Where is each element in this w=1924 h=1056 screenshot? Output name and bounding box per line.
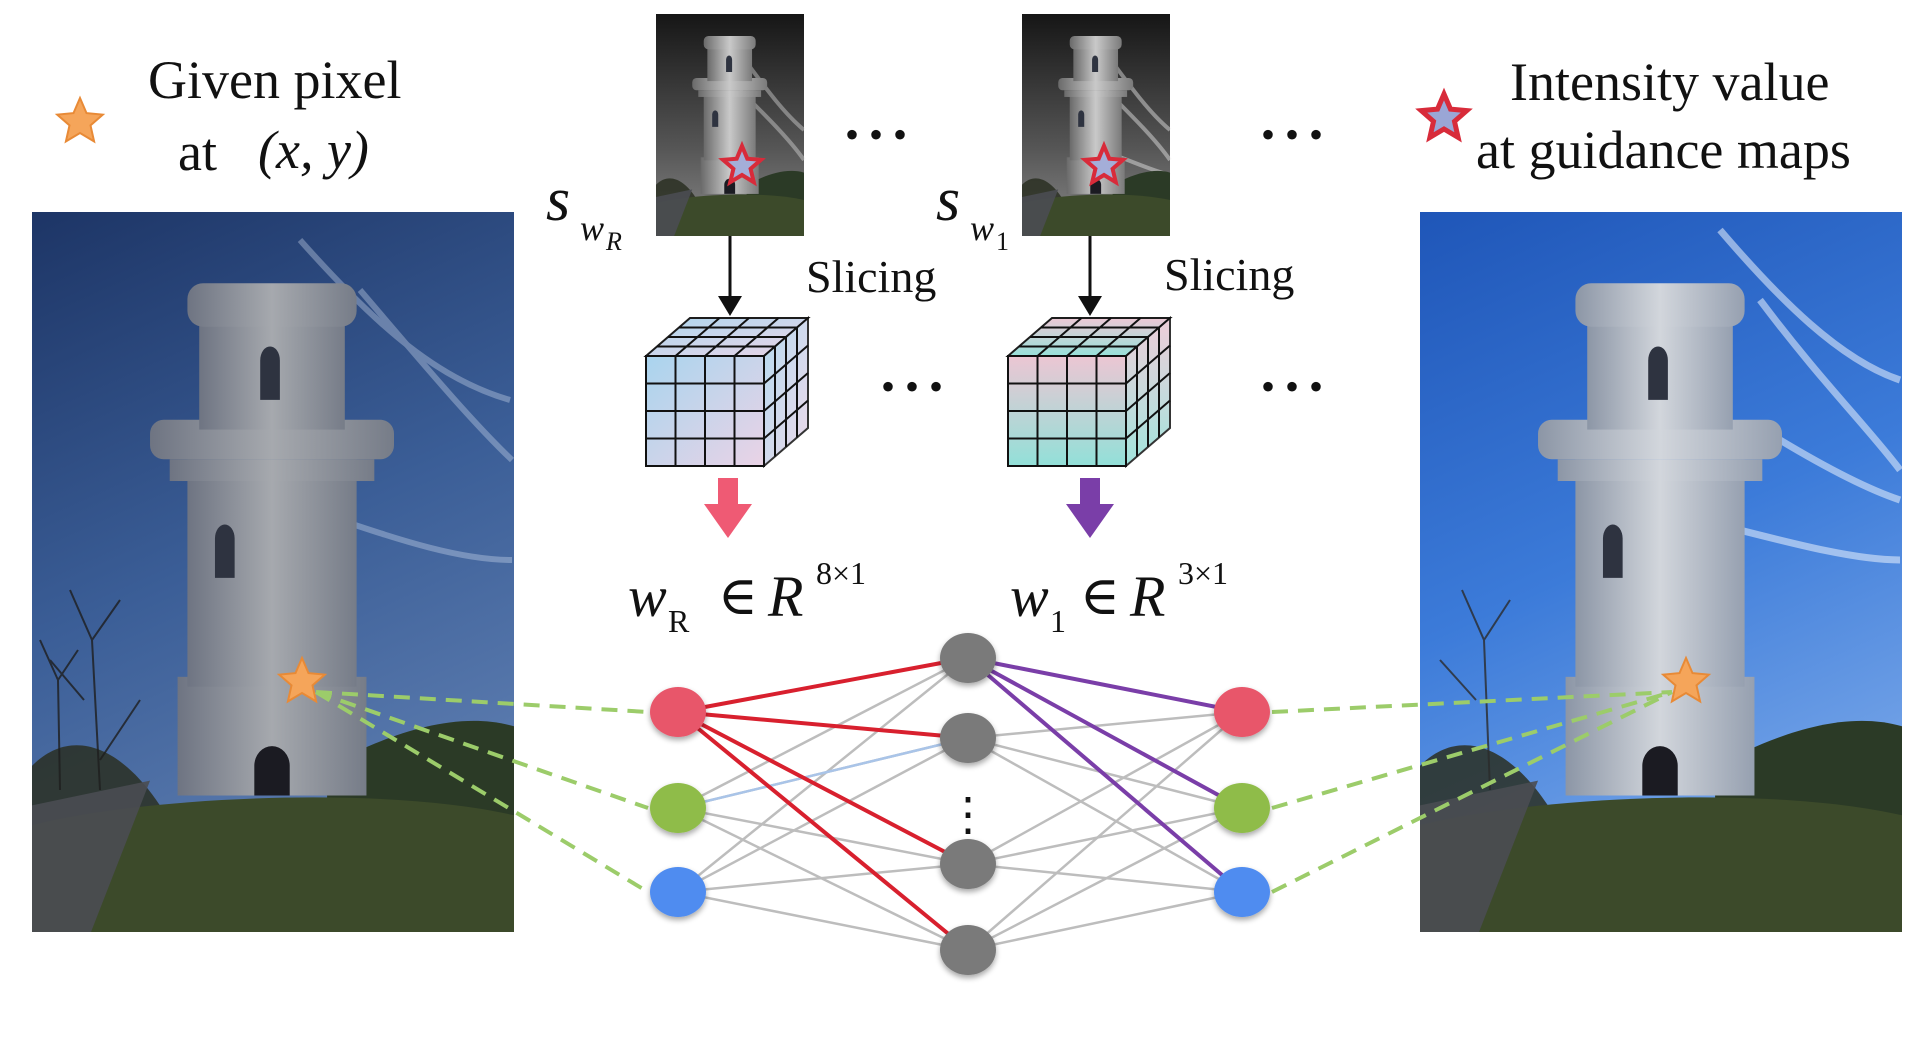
gray-edge bbox=[677, 657, 969, 893]
ellipsis-maps-1: • • • bbox=[845, 112, 907, 157]
gray-edge bbox=[677, 656, 969, 810]
weight-r-set: R bbox=[767, 564, 803, 629]
gray-edge bbox=[967, 890, 1243, 952]
guidance-star-icon-1 bbox=[1080, 140, 1128, 187]
gray-edge bbox=[967, 806, 1243, 952]
gray-edge bbox=[677, 890, 969, 952]
bilateral-grid-cube-r bbox=[643, 315, 811, 469]
red-edge bbox=[677, 710, 969, 740]
cube-grid-line bbox=[763, 399, 809, 440]
guidance-map-r bbox=[656, 14, 806, 236]
weight-label-r: w R ∈ R 8×1 bbox=[628, 555, 866, 639]
red-star-icon bbox=[1415, 87, 1473, 143]
output-node-0 bbox=[1214, 687, 1270, 737]
output-dash-link bbox=[1271, 690, 1673, 810]
guidance-star-icon-r bbox=[718, 140, 766, 187]
weight-r-sup: 8×1 bbox=[816, 555, 866, 591]
red-edge bbox=[677, 656, 969, 714]
input-node-0 bbox=[650, 687, 706, 737]
slicing-label-r: Slicing bbox=[806, 251, 936, 302]
ellipsis-cubes-1: • • • bbox=[881, 364, 943, 409]
weight-1-set: R bbox=[1129, 564, 1165, 629]
red-edge bbox=[677, 710, 969, 866]
network-nodes bbox=[650, 633, 1270, 975]
red-edge bbox=[676, 710, 970, 952]
output-node-1 bbox=[1214, 783, 1270, 833]
cube-grid-line bbox=[1095, 317, 1142, 357]
weight-r-var: w bbox=[628, 564, 667, 629]
blue-edge bbox=[677, 736, 969, 810]
purple-edge bbox=[967, 656, 1243, 714]
orange-star-icon bbox=[54, 95, 106, 144]
gray-edge bbox=[967, 806, 1243, 866]
bilateral-grid-cube-1 bbox=[1005, 315, 1173, 469]
guidance-map-1-sub: w bbox=[970, 208, 994, 248]
ellipsis-cubes-2: • • • bbox=[1261, 364, 1323, 409]
output-image-right bbox=[1420, 212, 1903, 932]
pixel-to-network-links bbox=[314, 690, 1673, 894]
weight-1-sub: 1 bbox=[1050, 603, 1066, 639]
legend-right: Intensity value at guidance maps bbox=[1415, 52, 1851, 180]
weight-arrow-1 bbox=[1066, 478, 1114, 538]
hidden-layer-ellipsis: ⋮ bbox=[945, 789, 991, 840]
guidance-map-r-symbol: s bbox=[546, 166, 570, 234]
output-dash-link bbox=[1271, 690, 1673, 894]
given-pixel-star-icon bbox=[276, 655, 328, 704]
input-dash-link bbox=[315, 690, 649, 714]
hidden-node-0 bbox=[940, 633, 996, 683]
weight-1-var: w bbox=[1010, 564, 1049, 629]
guidance-map-1-subsub: 1 bbox=[996, 227, 1009, 256]
guidance-map-r-label: s w R bbox=[546, 166, 622, 256]
cube-grid-line bbox=[733, 317, 780, 357]
guidance-map-1-symbol: s bbox=[936, 166, 960, 234]
weight-r-in: ∈ bbox=[718, 566, 758, 626]
legend-left-line1: Given pixel bbox=[148, 50, 401, 110]
input-node-2 bbox=[650, 867, 706, 917]
slicing-label-1: Slicing bbox=[1164, 249, 1294, 300]
guidance-map-r-subsub: R bbox=[605, 227, 622, 256]
gray-edge bbox=[967, 736, 1243, 894]
cube-grid-line bbox=[1125, 399, 1171, 440]
gray-edge bbox=[967, 710, 1243, 740]
output-pixel-star-icon bbox=[1660, 655, 1712, 704]
gray-edge bbox=[967, 711, 1243, 951]
purple-edge bbox=[967, 656, 1243, 810]
guidance-map-1-label: s w 1 bbox=[936, 166, 1009, 256]
input-dash-link bbox=[314, 690, 650, 894]
hidden-node-3 bbox=[940, 925, 996, 975]
purple-edge bbox=[966, 656, 1244, 894]
gray-edge bbox=[967, 710, 1243, 866]
output-node-2 bbox=[1214, 867, 1270, 917]
hidden-node-1 bbox=[940, 713, 996, 763]
input-node-1 bbox=[650, 783, 706, 833]
weight-r-sub: R bbox=[668, 603, 690, 639]
input-dash-link bbox=[315, 690, 649, 810]
legend-left-line2-math: (x, y) bbox=[258, 120, 369, 180]
output-dash-link bbox=[1271, 690, 1673, 714]
guidance-map-1 bbox=[1022, 14, 1172, 236]
slicing-arrow-r bbox=[718, 236, 742, 316]
weight-label-1: w 1 ∈ R 3×1 bbox=[1010, 555, 1228, 639]
network-edges bbox=[676, 656, 1244, 952]
hidden-node-2 bbox=[940, 839, 996, 889]
legend-right-line1: Intensity value bbox=[1510, 52, 1829, 112]
legend-left-line2-prefix: at bbox=[178, 122, 217, 182]
gray-edge bbox=[677, 806, 969, 866]
gray-edge bbox=[677, 862, 969, 894]
ellipsis-maps-2: • • • bbox=[1261, 112, 1323, 157]
guidance-map-r-sub: w bbox=[580, 208, 604, 248]
slicing-arrow-1 bbox=[1078, 236, 1102, 316]
legend-left: Given pixel at (x, y) bbox=[54, 50, 401, 182]
weight-arrow-r bbox=[704, 478, 752, 538]
input-image-left bbox=[32, 212, 515, 932]
weight-1-in: ∈ bbox=[1080, 566, 1120, 626]
legend-right-line2: at guidance maps bbox=[1476, 120, 1851, 180]
gray-edge bbox=[677, 736, 969, 894]
weight-1-sup: 3×1 bbox=[1178, 555, 1228, 591]
